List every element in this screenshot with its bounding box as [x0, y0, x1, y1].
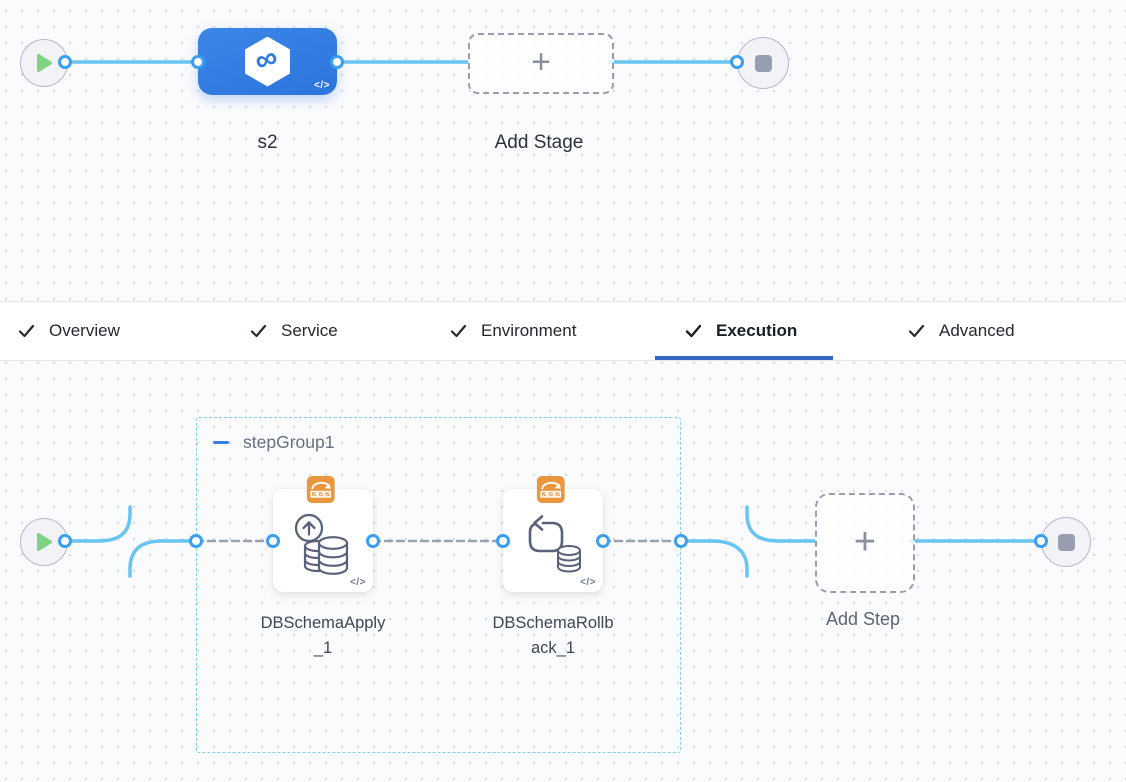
- add-stage-label: Add Stage: [494, 132, 584, 153]
- stage-config-tabbar: Overview Service Environment Execution A…: [0, 301, 1126, 361]
- stage-node-s2[interactable]: ∞ </>: [198, 28, 337, 95]
- execution-end-node: [1041, 517, 1091, 567]
- play-icon: [36, 54, 52, 72]
- stop-icon: [754, 54, 772, 72]
- edge-start-squiggle-right: [128, 539, 198, 578]
- port: [58, 55, 72, 69]
- solid-edges: [63, 60, 1043, 578]
- infinity-glyph: ∞: [250, 38, 283, 79]
- add-step-label: Add Step: [825, 609, 901, 629]
- port: [674, 534, 688, 548]
- port: [496, 534, 510, 548]
- port: [191, 55, 205, 69]
- tab-execution[interactable]: Execution: [685, 302, 797, 360]
- stop-icon: [1057, 533, 1075, 551]
- yaml-code-icon: </>: [314, 80, 330, 91]
- edge-exit-squiggle-right: [745, 505, 817, 543]
- port: [1034, 534, 1048, 548]
- step-name-label: DBSchemaRollback_1: [492, 614, 614, 657]
- db-schema-rollback-icon: [528, 514, 581, 573]
- tab-label: Overview: [49, 321, 120, 340]
- plus-icon: +: [853, 520, 877, 563]
- edge-start-squiggle-left: [63, 505, 132, 543]
- check-icon: [250, 324, 267, 338]
- port: [366, 534, 380, 548]
- port: [266, 534, 280, 548]
- port: [58, 534, 72, 548]
- tab-label: Advanced: [939, 321, 1015, 340]
- check-icon: [685, 324, 702, 338]
- yaml-code-icon: </>: [580, 577, 596, 588]
- plus-icon: +: [531, 43, 551, 81]
- check-icon: [908, 324, 925, 338]
- edge-exit-squiggle-left: [686, 539, 749, 578]
- tab-advanced[interactable]: Advanced: [908, 302, 1015, 360]
- stage-pipeline-end-node: [737, 37, 789, 89]
- yaml-code-icon: </>: [350, 577, 366, 588]
- collapse-minus-icon[interactable]: [213, 440, 229, 445]
- port: [730, 55, 744, 69]
- active-tab-underline: [655, 356, 833, 360]
- add-step-button[interactable]: +: [815, 493, 915, 593]
- step-name-label: DBSchemaApply_1: [260, 614, 386, 657]
- tab-overview[interactable]: Overview: [18, 302, 120, 360]
- tab-label: Execution: [716, 321, 798, 340]
- db-schema-apply-icon: [294, 513, 349, 575]
- check-icon: [450, 324, 467, 338]
- cloudformation-badge-icon: [536, 476, 565, 503]
- step-group-name: stepGroup1: [243, 432, 335, 452]
- port: [189, 534, 203, 548]
- step-group-container: [196, 417, 681, 753]
- harness-logo-icon: ∞: [245, 36, 290, 87]
- tab-label: Service: [281, 321, 338, 340]
- check-icon: [18, 324, 35, 338]
- port: [596, 534, 610, 548]
- step-node-dbschemaapply[interactable]: </>: [273, 476, 373, 592]
- cloudformation-badge-icon: [306, 476, 335, 503]
- add-stage-button[interactable]: +: [468, 33, 614, 94]
- stage-name-label: s2: [257, 132, 278, 153]
- step-group-header: stepGroup1: [213, 432, 334, 453]
- tab-environment[interactable]: Environment: [450, 302, 576, 360]
- tab-label: Environment: [481, 321, 577, 340]
- tab-service[interactable]: Service: [250, 302, 338, 360]
- play-icon: [36, 533, 52, 551]
- step-node-dbschemarollback[interactable]: </>: [503, 476, 603, 592]
- port: [330, 55, 344, 69]
